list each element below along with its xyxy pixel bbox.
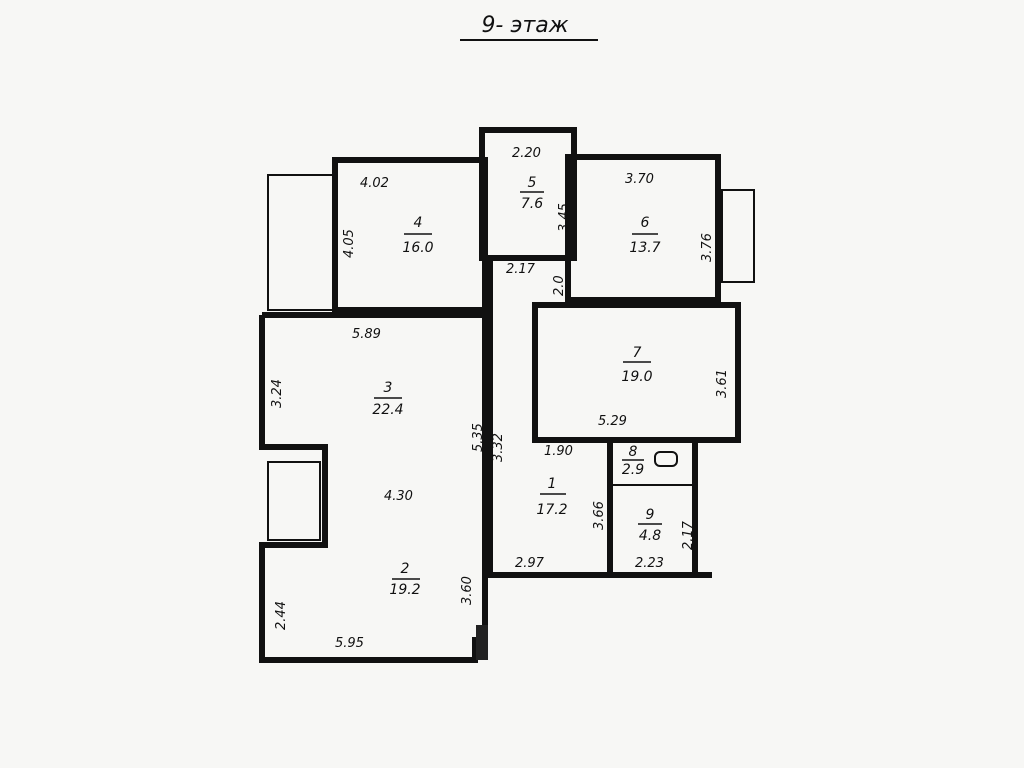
dim: 3.60 [460,576,475,605]
dim: 4.02 [360,176,389,191]
dim: 2.44 [274,601,289,630]
room-9-area: 4.8 [639,528,661,544]
room-8-number: 8 [629,444,638,460]
dim: 4.30 [384,489,413,504]
plan-title: 9- этаж [481,13,568,38]
dim: 2.0 [552,275,567,296]
room-5-number: 5 [528,175,537,191]
room-6-number: 6 [641,215,650,231]
ventilation-shaft [476,625,488,660]
rooms-8-9-walls [607,437,698,578]
room-4-walls [332,157,488,313]
room-2-number: 2 [401,561,410,577]
room-4-area: 16.0 [402,240,433,256]
dim: 2.17 [681,520,696,550]
room-1-area: 17.2 [536,502,567,518]
dim: 5.35 [471,423,486,452]
room-5-walls [479,127,577,261]
walls [259,127,755,663]
room-6-area: 13.7 [629,240,660,256]
dim: 5.29 [598,414,627,429]
room-2-3-walls [259,312,488,663]
room-labels: 1 17.2 2 19.2 3 22.4 4 16.0 5 7.6 6 13.7… [372,175,662,598]
dim: 3.45 [557,203,572,232]
room-2-area: 19.2 [389,582,420,598]
room-6-walls [565,154,721,303]
dim: 4.05 [342,229,357,258]
room-3-number: 3 [384,380,393,396]
dim: 2.97 [515,556,545,571]
dim: 3.76 [700,233,715,262]
room-7-number: 7 [633,345,642,361]
dimension-labels: 2.20 3.45 4.02 4.05 3.70 3.76 2.17 2.0 5… [270,146,730,651]
room-8-area: 2.9 [622,462,644,478]
room-7-area: 19.0 [621,369,652,385]
dim: 3.24 [270,379,285,408]
balcony-right [721,189,755,283]
dim: 3.66 [592,501,607,530]
dim: 2.23 [635,556,664,571]
dim: 3.32 [491,433,506,462]
room-4-number: 4 [414,215,423,231]
room-3-area: 22.4 [372,402,403,418]
dim: 3.61 [715,369,730,398]
toilet-icon [654,451,678,467]
dim: 2.20 [512,146,541,161]
room-1-number: 1 [548,476,557,492]
dim: 2.17 [506,262,536,277]
dim: 3.70 [625,172,654,187]
loggia [267,461,321,541]
room-5-area: 7.6 [521,196,543,212]
room-9-number: 9 [646,507,655,523]
dim: 5.89 [352,327,381,342]
balcony-left [267,174,336,311]
dim: 1.90 [544,444,573,459]
dim: 5.95 [335,636,364,651]
